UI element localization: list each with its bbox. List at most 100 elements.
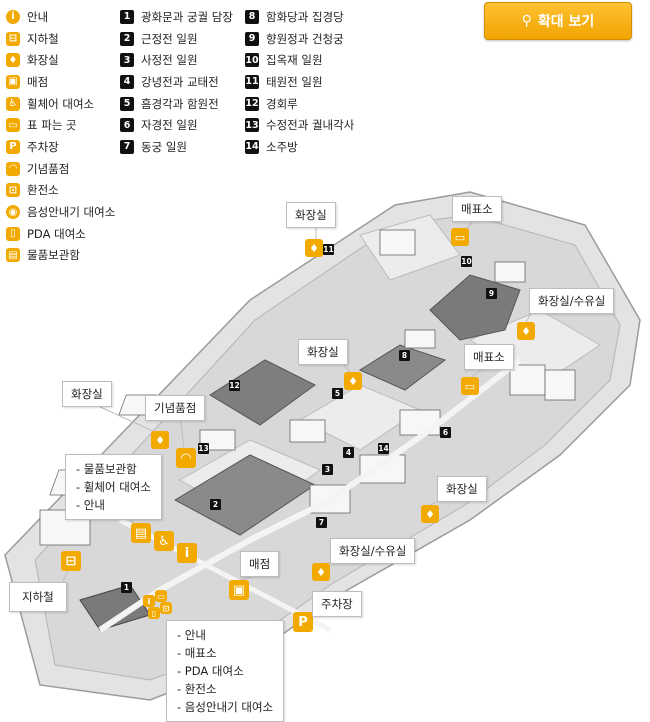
callout-restroom-top: 화장실: [286, 202, 336, 228]
facility-list-item: - 음성안내기 대여소: [177, 700, 274, 714]
ticket-marker[interactable]: ▭: [451, 228, 469, 246]
restroom-marker[interactable]: ♦: [517, 322, 535, 340]
legend-label: 흠경각과 함원전: [141, 96, 219, 111]
legend-label: 안내: [27, 9, 49, 24]
callout-restroom-center: 화장실: [298, 339, 348, 365]
area-number-badge: 7: [120, 139, 134, 154]
badge-6: 6: [440, 427, 451, 438]
callout-restroom-left: 화장실: [62, 381, 112, 407]
exchange-marker-small[interactable]: ⊡: [160, 602, 172, 614]
legend-label: 지하철: [27, 31, 59, 46]
callout-list-left: - 물품보관함- 휠체어 대여소- 안내: [65, 454, 162, 520]
ticket-icon: ▭: [6, 118, 20, 133]
area-number-badge: 2: [120, 31, 134, 46]
pda-icon: ▯: [6, 226, 20, 241]
area-number-badge: 12: [245, 96, 259, 111]
locker-marker[interactable]: ▤: [131, 523, 151, 543]
legend-label: 음성안내기 대여소: [27, 205, 116, 220]
subway-icon: ⊟: [6, 31, 20, 46]
restroom-marker[interactable]: ♦: [421, 505, 439, 523]
restroom-marker[interactable]: ♦: [312, 563, 330, 581]
badge-2: 2: [210, 499, 221, 510]
badge-9: 9: [486, 288, 497, 299]
area-number-badge: 6: [120, 118, 134, 133]
facility-list-item: - 물품보관함: [76, 462, 137, 476]
callout-subway: 지하철: [9, 582, 67, 612]
area-number-badge: 5: [120, 96, 134, 111]
facility-list-item: - 매표소: [177, 646, 217, 660]
area-number-badge: 13: [245, 118, 259, 133]
badge-11: 11: [323, 244, 334, 255]
gift-shop-marker[interactable]: ◠: [176, 448, 196, 468]
exchange-icon: ⊡: [6, 183, 20, 198]
legend-label: 동궁 일원: [141, 139, 187, 154]
wheelchair-icon: ♿: [6, 96, 20, 111]
area-number-badge: 3: [120, 53, 134, 68]
zoom-button[interactable]: ⚲ 확대 보기: [484, 2, 632, 40]
callout-ticket-top: 매표소: [452, 196, 502, 222]
callout-ticket-center: 매표소: [464, 344, 514, 370]
badge-4b: 5: [332, 388, 343, 399]
legend-label: 소주방: [266, 139, 298, 154]
restroom-marker[interactable]: ♦: [151, 431, 169, 449]
legend-label: 사정전 일원: [141, 53, 198, 68]
wheelchair-marker[interactable]: ♿: [154, 531, 174, 551]
legend-label: 태원전 일원: [266, 74, 323, 89]
badge-12: 12: [229, 380, 240, 391]
info-marker-small[interactable]: i: [143, 595, 155, 607]
store-marker[interactable]: ▣: [229, 580, 249, 600]
parking-marker[interactable]: P: [293, 612, 313, 632]
callout-restroom-nursing-right: 화장실/수유실: [529, 288, 615, 314]
ticket-marker[interactable]: ▭: [461, 377, 479, 395]
legend-label: 집옥재 일원: [266, 53, 323, 68]
restroom-icon: ♦: [6, 53, 20, 68]
legend-facility-item: ⊡ 환전소: [6, 180, 115, 202]
callout-store: 매점: [240, 551, 280, 577]
badge-3: 3: [322, 464, 333, 475]
badge-8: 8: [399, 350, 410, 361]
legend-area-item: 13 수정전과 궐내각사: [245, 114, 354, 136]
legend-label: 함화당과 집경당: [266, 9, 344, 24]
restroom-marker[interactable]: ♦: [344, 372, 362, 390]
info-marker[interactable]: i: [177, 543, 197, 563]
legend-label: 근정전 일원: [141, 31, 198, 46]
legend-area-item: 3 사정전 일원: [120, 49, 233, 71]
legend-label: 강녕전과 교태전: [141, 74, 219, 89]
ticket-marker-small[interactable]: ▭: [155, 590, 167, 602]
badge-7: 7: [316, 517, 327, 528]
subway-marker[interactable]: ⊟: [61, 551, 81, 571]
legend-facility-item: ▣매점: [6, 71, 115, 93]
legend-facility-item: ◉음성안내기 대여소: [6, 201, 115, 223]
legend-label: 자경전 일원: [141, 118, 198, 133]
legend-facility-item: ♿휠체어 대여소: [6, 93, 115, 115]
badge-10: 10: [461, 256, 472, 267]
legend-label: 물품보관함: [27, 248, 80, 263]
locker-icon: ▤: [6, 248, 20, 263]
facility-list-item: - 안내: [177, 628, 206, 642]
restroom-marker[interactable]: ♦: [305, 239, 323, 257]
info-icon: i: [6, 9, 20, 24]
callout-parking: 주차장: [312, 591, 362, 617]
legend-label: 수정전과 궐내각사: [266, 118, 355, 133]
area-gyeonghoeru: [209, 359, 316, 426]
legend-area-item: 6 자경전 일원: [120, 114, 233, 136]
search-icon: ⚲: [521, 13, 532, 29]
badge-1: 1: [121, 582, 132, 593]
pda-marker-small[interactable]: ▯: [148, 607, 160, 619]
area-number-badge: 1: [120, 9, 134, 24]
badge-14: 14: [378, 443, 389, 454]
legend-label: 향원정과 건청궁: [266, 31, 344, 46]
legend-label: 표 파는 곳: [27, 118, 77, 133]
legend-label: 환전소: [27, 183, 59, 198]
legend-facility-item: i 안내: [6, 6, 115, 28]
legend-label: 광화문과 궁궐 담장: [141, 9, 233, 24]
area-number-badge: 4: [120, 74, 134, 89]
area-number-badge: 8: [245, 9, 259, 24]
legend-label: 주차장: [27, 139, 59, 154]
area-number-badge: 11: [245, 74, 259, 89]
callout-list-bottom: - 안내- 매표소- PDA 대여소- 환전소- 음성안내기 대여소: [166, 620, 285, 722]
